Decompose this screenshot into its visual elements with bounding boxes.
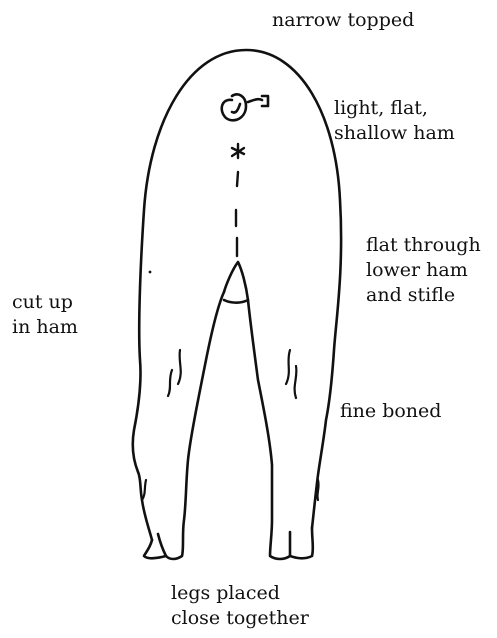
label-line: close together <box>171 606 309 631</box>
tail <box>222 94 268 120</box>
body-outline <box>133 50 341 540</box>
label-narrow-topped: narrow topped <box>272 8 414 33</box>
label-light-flat-ham: light, flat, shallow ham <box>334 96 455 146</box>
crotch <box>224 262 248 303</box>
label-line: legs placed <box>171 581 309 606</box>
midline <box>236 172 238 256</box>
label-line: narrow topped <box>272 8 414 33</box>
anus-mark <box>232 144 244 158</box>
label-fine-boned: fine boned <box>340 399 441 424</box>
label-line: light, flat, <box>334 96 455 121</box>
label-cut-up: cut up in ham <box>12 290 78 340</box>
label-line: shallow ham <box>334 121 455 146</box>
left-crease <box>168 350 181 396</box>
label-flat-through: flat through lower ham and stifle <box>366 233 481 308</box>
left-hoof-split <box>158 534 166 556</box>
stray-dot <box>149 271 152 274</box>
right-leg <box>248 300 313 559</box>
left-dewclaw <box>142 480 146 500</box>
label-line: cut up <box>12 290 78 315</box>
right-dewclaw <box>317 480 318 500</box>
label-legs-placed: legs placed close together <box>171 581 309 631</box>
label-line: in ham <box>12 315 78 340</box>
label-line: and stifle <box>366 283 481 308</box>
right-crease <box>286 350 296 398</box>
label-line: lower ham <box>366 258 481 283</box>
left-leg <box>144 292 224 559</box>
label-line: flat through <box>366 233 481 258</box>
label-line: fine boned <box>340 399 441 424</box>
